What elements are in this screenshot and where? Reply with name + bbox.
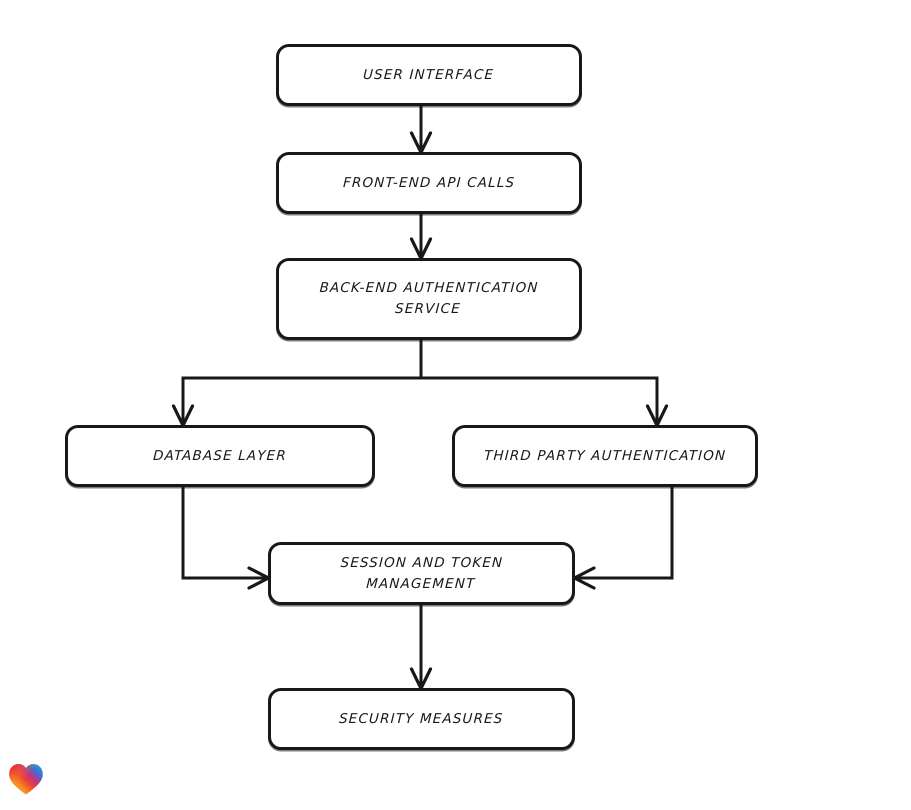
- node-security-measures[interactable]: Security Measures: [268, 688, 575, 750]
- node-session-and-token-management[interactable]: Session and Token Management: [268, 542, 575, 605]
- node-database-layer[interactable]: Database Layer: [65, 425, 375, 487]
- arrowhead-frontend-to-backend: [409, 237, 433, 263]
- arrowhead-branch-to-database: [171, 404, 195, 430]
- node-backend-authentication-service-label: Back-End Authentication Service: [319, 280, 540, 317]
- arrowhead-session-to-security: [409, 667, 433, 693]
- node-user-interface[interactable]: User Interface: [276, 44, 582, 106]
- node-user-interface-label: User Interface: [363, 66, 496, 83]
- heart-icon: [9, 764, 43, 795]
- node-third-party-authentication-label: Third Party Authentication: [483, 447, 727, 464]
- arrowhead-thirdparty-to-session: [570, 566, 596, 590]
- arrowhead-branch-to-thirdparty: [645, 404, 669, 430]
- node-third-party-authentication[interactable]: Third Party Authentication: [452, 425, 758, 487]
- node-database-layer-label: Database Layer: [152, 447, 288, 464]
- node-frontend-api-calls-label: Front-End API Calls: [342, 174, 516, 191]
- arrowhead-database-to-session: [247, 566, 273, 590]
- node-backend-authentication-service[interactable]: Back-End Authentication Service: [276, 258, 582, 340]
- arrowhead-ui-to-frontend: [409, 131, 433, 157]
- node-frontend-api-calls[interactable]: Front-End API Calls: [276, 152, 582, 214]
- node-security-measures-label: Security Measures: [338, 710, 505, 727]
- node-session-and-token-management-label: Session and Token Management: [340, 554, 504, 592]
